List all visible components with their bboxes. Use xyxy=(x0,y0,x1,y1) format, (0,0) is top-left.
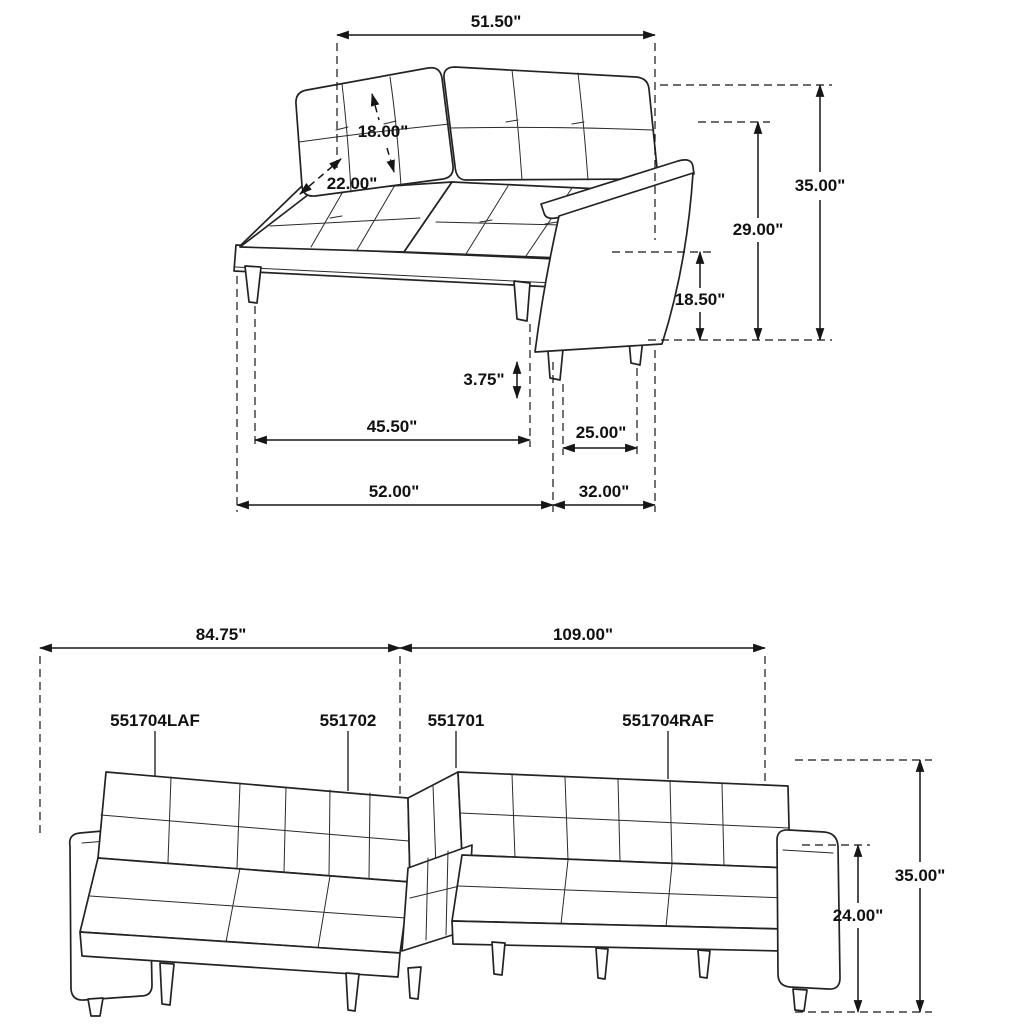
dim-arm-height: 29.00" xyxy=(698,120,784,342)
part-label-raf-text: 551704RAF xyxy=(622,711,714,730)
part-label-laf: 551704LAF xyxy=(110,711,200,776)
part-label-armless-chair-text: 551701 xyxy=(428,711,485,730)
loveseat-left-edge xyxy=(239,185,303,247)
dim-seat-height-label: 18.50" xyxy=(675,290,726,309)
dim-arm-depth: 25.00" xyxy=(561,368,639,455)
sectional-left-back-tufting xyxy=(100,776,410,880)
dim-sectional-arm-height-label: 24.00" xyxy=(833,906,884,925)
loveseat-seat-tufting xyxy=(269,184,607,257)
dim-overall-width-label: 52.00" xyxy=(369,482,420,501)
sectional-right-arm-edge xyxy=(782,849,834,854)
dim-overall-width: 52.00" xyxy=(235,276,555,512)
part-label-corner-wedge-text: 551702 xyxy=(320,711,377,730)
loveseat-arm-top xyxy=(540,159,695,220)
dim-seat-width-label: 45.50" xyxy=(367,417,418,436)
dim-overall-height: 35.00" xyxy=(648,83,846,342)
part-label-armless-chair: 551701 xyxy=(428,711,485,768)
loveseat-back-right-tufting xyxy=(448,69,655,181)
sectional-legs xyxy=(159,941,711,1012)
sectional-right-seat-tufting xyxy=(457,859,788,928)
dim-back-width: 51.50" xyxy=(335,12,657,240)
sectional-right-arm xyxy=(776,829,841,990)
dim-sectional-arm-height: 24.00" xyxy=(802,843,884,1014)
dim-seat-depth: 22.00" xyxy=(299,158,378,195)
dim-sectional-left-width: 84.75" xyxy=(38,625,402,838)
part-label-laf-text: 551704LAF xyxy=(110,711,200,730)
dim-sectional-overall-height-label: 35.00" xyxy=(895,866,946,885)
loveseat-diagram: 51.50" 18.00" 22.00" 35.00" xyxy=(233,12,846,512)
loveseat-back-left-tufting xyxy=(298,76,451,193)
loveseat-arm-body xyxy=(534,172,694,353)
sectional-dimension-annotations: 84.75" 109.00" 551704LAF 551702 551701 xyxy=(38,625,946,1014)
dim-back-cushion: 18.00" xyxy=(358,92,409,174)
part-label-corner-wedge: 551702 xyxy=(320,711,377,791)
dim-back-width-label: 51.50" xyxy=(471,12,522,31)
dim-overall-height-label: 35.00" xyxy=(795,176,846,195)
loveseat-legs xyxy=(244,265,645,381)
dim-arm-height-label: 29.00" xyxy=(733,220,784,239)
loveseat-dimension-annotations: 51.50" 18.00" 22.00" 35.00" xyxy=(235,12,846,512)
loveseat-drawing xyxy=(233,66,695,381)
dim-seat-width: 45.50" xyxy=(253,306,532,447)
sectional-right-arm-leg xyxy=(792,988,808,1012)
sectional-drawing xyxy=(68,771,841,1017)
sectional-corner-back-tufting xyxy=(432,784,437,869)
sectional-left-arm-leg xyxy=(87,997,104,1017)
loveseat-back-cushion-right xyxy=(443,66,658,181)
dim-leg-height-label: 3.75" xyxy=(463,370,504,389)
dim-sectional-overall-height: 35.00" xyxy=(795,758,946,1014)
sectional-left-rail xyxy=(79,931,401,978)
dim-back-cushion-label: 18.00" xyxy=(358,122,409,141)
dim-seat-depth-label: 22.00" xyxy=(327,174,378,193)
sectional-right-back-tufting xyxy=(459,773,790,867)
dim-overall-depth-label: 32.00" xyxy=(579,482,630,501)
sectional-diagram: 84.75" 109.00" 551704LAF 551702 551701 xyxy=(38,625,946,1017)
dim-sectional-right-width-label: 109.00" xyxy=(553,625,613,644)
loveseat-base-seam xyxy=(234,266,554,284)
part-label-raf: 551704RAF xyxy=(622,711,714,779)
dim-seat-height: 18.50" xyxy=(612,250,726,342)
dim-overall-depth: 32.00" xyxy=(551,350,657,512)
dim-leg-height: 3.75" xyxy=(463,360,522,400)
dim-sectional-left-width-label: 84.75" xyxy=(196,625,247,644)
dim-sectional-right-width: 109.00" xyxy=(398,625,767,782)
sectional-left-seat-tufting xyxy=(89,867,407,949)
dim-arm-depth-label: 25.00" xyxy=(576,423,627,442)
